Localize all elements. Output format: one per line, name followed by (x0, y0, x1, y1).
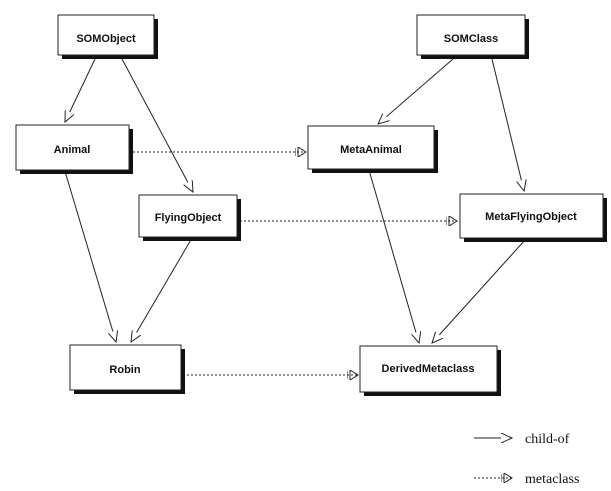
node-label: MetaFlyingObject (485, 211, 577, 223)
legend-metaclass-label: metaclass (525, 472, 579, 487)
node-derivedmetaclass: DerivedMetaclass (359, 345, 501, 396)
node-label: SOMObject (76, 33, 136, 45)
metaclass-edges (133, 152, 457, 375)
legend: child-of metaclass (474, 432, 579, 487)
node-label: MetaAnimal (340, 144, 402, 156)
node-label: SOMClass (444, 33, 498, 45)
node-animal: Animal (15, 124, 133, 174)
node-label: DerivedMetaclass (382, 363, 475, 375)
node-label: Animal (54, 144, 91, 156)
edge-flyingobject-robin (131, 237, 193, 342)
node-somclass: SOMClass (416, 14, 529, 59)
child-of-edges (63, 58, 526, 343)
node-metaflyingobject: MetaFlyingObject (459, 193, 607, 242)
edge-somclass-metaflyingobject (491, 58, 524, 191)
node-flyingobject: FlyingObject (138, 194, 241, 241)
node-label: Robin (109, 364, 140, 376)
node-label: FlyingObject (155, 212, 222, 224)
node-somobject: SOMObject (57, 14, 158, 59)
node-metaanimal: MetaAnimal (307, 125, 438, 173)
edge-somobject-animal (65, 58, 96, 122)
edge-somobject-flyingobject (121, 58, 193, 192)
legend-child-of-label: child-of (525, 432, 570, 447)
node-robin: Robin (69, 344, 185, 394)
edge-metaflyingobject-derivedmetaclass (432, 239, 526, 343)
edge-somclass-metaanimal (378, 58, 454, 124)
edge-animal-robin (63, 167, 116, 342)
edge-metaanimal-derivedmetaclass (368, 169, 419, 343)
